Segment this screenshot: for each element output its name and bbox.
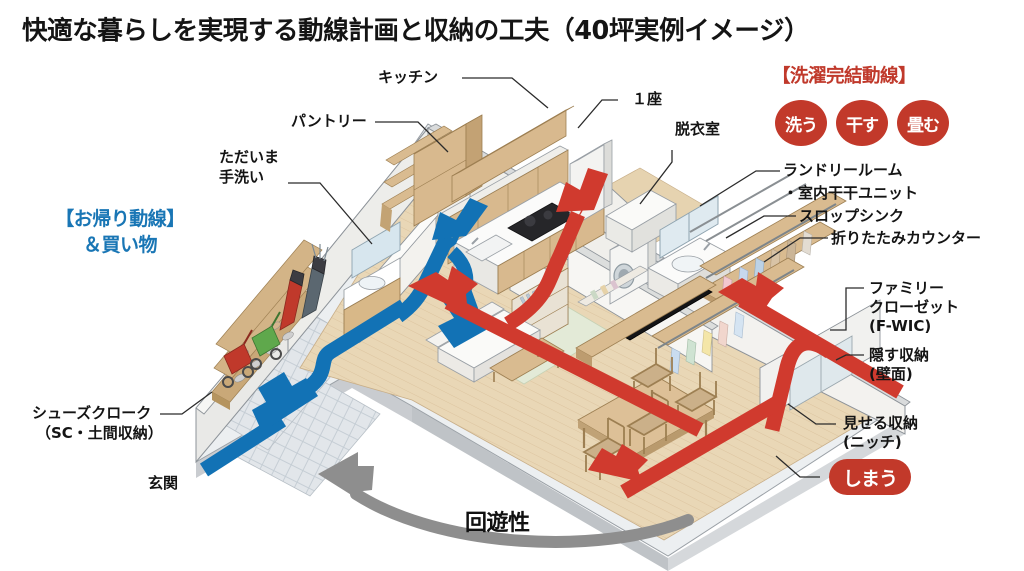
- laundry-step-badges: 洗う 干す 畳む: [775, 100, 949, 146]
- label-display-storage-line1: 見せる収納: [843, 414, 919, 432]
- label-tadaima-tearai-line2: 手洗い: [219, 168, 265, 186]
- label-indoor-drying-unit: ・室内干干ユニット: [783, 184, 919, 202]
- label-shoes-cloak-line2: （SC・土間収納）: [36, 424, 163, 442]
- indoor-drying-unit: [689, 174, 807, 242]
- badge-dry[interactable]: 干す: [836, 100, 888, 146]
- label-folding-counter: 折りたたみカウンター: [831, 229, 982, 247]
- loop-arrow: [318, 452, 694, 548]
- page-title: 快適な暮らしを実現する動線計画と収納の工夫（40坪実例イメージ）: [22, 16, 810, 46]
- tadaima-sink: [343, 221, 401, 337]
- hanging-clothes-lower: [669, 311, 745, 375]
- label-family-closet-line2: クローゼット: [869, 298, 960, 316]
- golf-bag-red: [279, 269, 305, 331]
- tv-cabinet: [575, 265, 717, 367]
- label-slop-sink: スロップシンク: [799, 207, 905, 225]
- label-family-closet-line3: (F-WIC): [869, 317, 932, 335]
- homecoming-flow-line2: ＆買い物: [82, 233, 158, 256]
- homecoming-flow-heading: 【お帰り動線】 ＆買い物: [30, 207, 210, 258]
- shimau-pill[interactable]: しまう: [829, 459, 911, 495]
- label-hidden-storage-line1: 隠す収納: [869, 346, 930, 364]
- loop-label: 回遊性: [465, 511, 530, 536]
- laundry-flow-heading: 【洗濯完結動線】: [772, 66, 917, 87]
- homecoming-flow-line1: 【お帰り動線】: [55, 208, 185, 230]
- label-laundry-room: ランドリールーム: [783, 161, 903, 179]
- label-kitchen: キッチン: [378, 68, 439, 86]
- red-flow-arrow: [408, 168, 904, 499]
- label-shoes-cloak-line1: シューズクローク: [32, 404, 152, 422]
- badge-fold[interactable]: 畳む: [897, 100, 949, 146]
- label-display-storage-line2: (ニッチ): [843, 433, 902, 451]
- badge-wash[interactable]: 洗う: [775, 100, 827, 146]
- label-tadaima-tearai-line1: ただいま: [219, 148, 280, 166]
- label-pantry: パントリー: [291, 112, 367, 130]
- label-family-closet-line1: ファミリー: [869, 279, 945, 297]
- label-genkan: 玄関: [148, 474, 179, 492]
- label-datsuishitsu: 脱衣室: [675, 120, 721, 138]
- label-hidden-storage-line2: (壁面): [869, 365, 913, 383]
- stroller-green: [250, 311, 282, 370]
- label-first-floor: １座: [632, 90, 663, 108]
- golf-bag-gray: [301, 243, 329, 319]
- leader-lines: [160, 77, 864, 478]
- laundry-window: [659, 195, 719, 259]
- stroller-red: [222, 329, 254, 388]
